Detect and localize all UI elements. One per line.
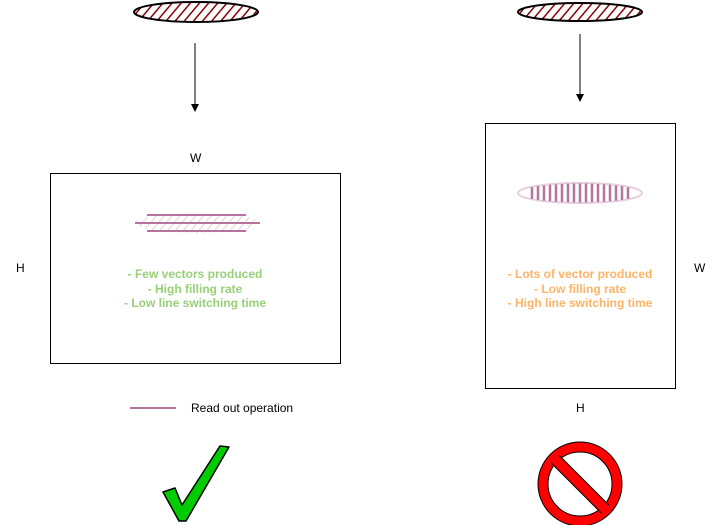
left-notes: - Few vectors produced - High filling ra… bbox=[95, 267, 295, 311]
check-mark-icon bbox=[162, 445, 230, 522]
frame-right bbox=[485, 123, 676, 389]
right-note-2: - Low filling rate bbox=[534, 281, 626, 296]
left-note-2: - High filling rate bbox=[147, 281, 243, 296]
right-note-1: - Lots of vector produced bbox=[507, 267, 653, 281]
right-width-label: W bbox=[694, 261, 706, 275]
right-height-label: H bbox=[576, 401, 585, 415]
frame-left bbox=[50, 173, 341, 364]
prohibited-icon bbox=[537, 441, 623, 525]
left-width-label: W bbox=[190, 151, 202, 165]
left-height-label: H bbox=[16, 261, 25, 275]
left-note-3: - Low line switching time bbox=[123, 296, 266, 310]
left-note-1: - Few vectors produced bbox=[127, 267, 263, 281]
legend-label: Read out operation bbox=[191, 401, 294, 415]
scan-shape-right bbox=[517, 182, 643, 204]
source-ellipse-left bbox=[133, 1, 259, 23]
right-notes: - Lots of vector produced - Low filling … bbox=[480, 267, 680, 311]
source-ellipse-right bbox=[517, 2, 643, 22]
scan-shape-left bbox=[135, 213, 260, 233]
right-note-3: - High line switching time bbox=[507, 296, 653, 310]
